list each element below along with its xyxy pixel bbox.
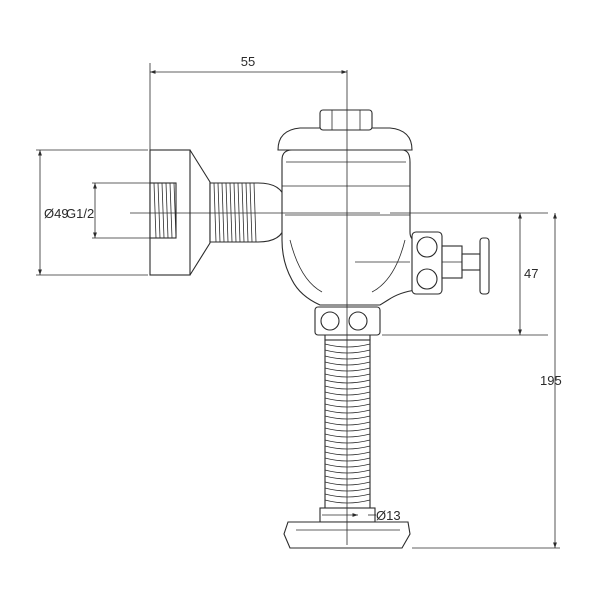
threaded-inlet [149, 182, 177, 239]
top-cap [277, 109, 413, 151]
dim-thread: G1/2 [66, 182, 150, 239]
connection-tail [209, 182, 286, 243]
dim-55-label: 55 [241, 54, 255, 69]
dim-height-total: 195 [412, 213, 562, 549]
center-lines [130, 70, 410, 545]
dim-height-side: 47 [382, 212, 548, 336]
dim-195-label: 195 [540, 373, 562, 388]
dim-width-top: 55 [149, 54, 347, 180]
flush-pipe [324, 339, 371, 511]
dim-phi49-label: Ø49 [44, 206, 69, 221]
dim-diameter-pipe: Ø13 [322, 508, 401, 523]
stop-valve [411, 231, 490, 295]
dim-g12-label: G1/2 [66, 206, 94, 221]
dim-diameter-outer: Ø49 [36, 149, 148, 276]
dim-phi13-label: Ø13 [376, 508, 401, 523]
valve-body [281, 149, 417, 306]
lower-nut [314, 306, 381, 341]
dim-47-label: 47 [524, 266, 538, 281]
